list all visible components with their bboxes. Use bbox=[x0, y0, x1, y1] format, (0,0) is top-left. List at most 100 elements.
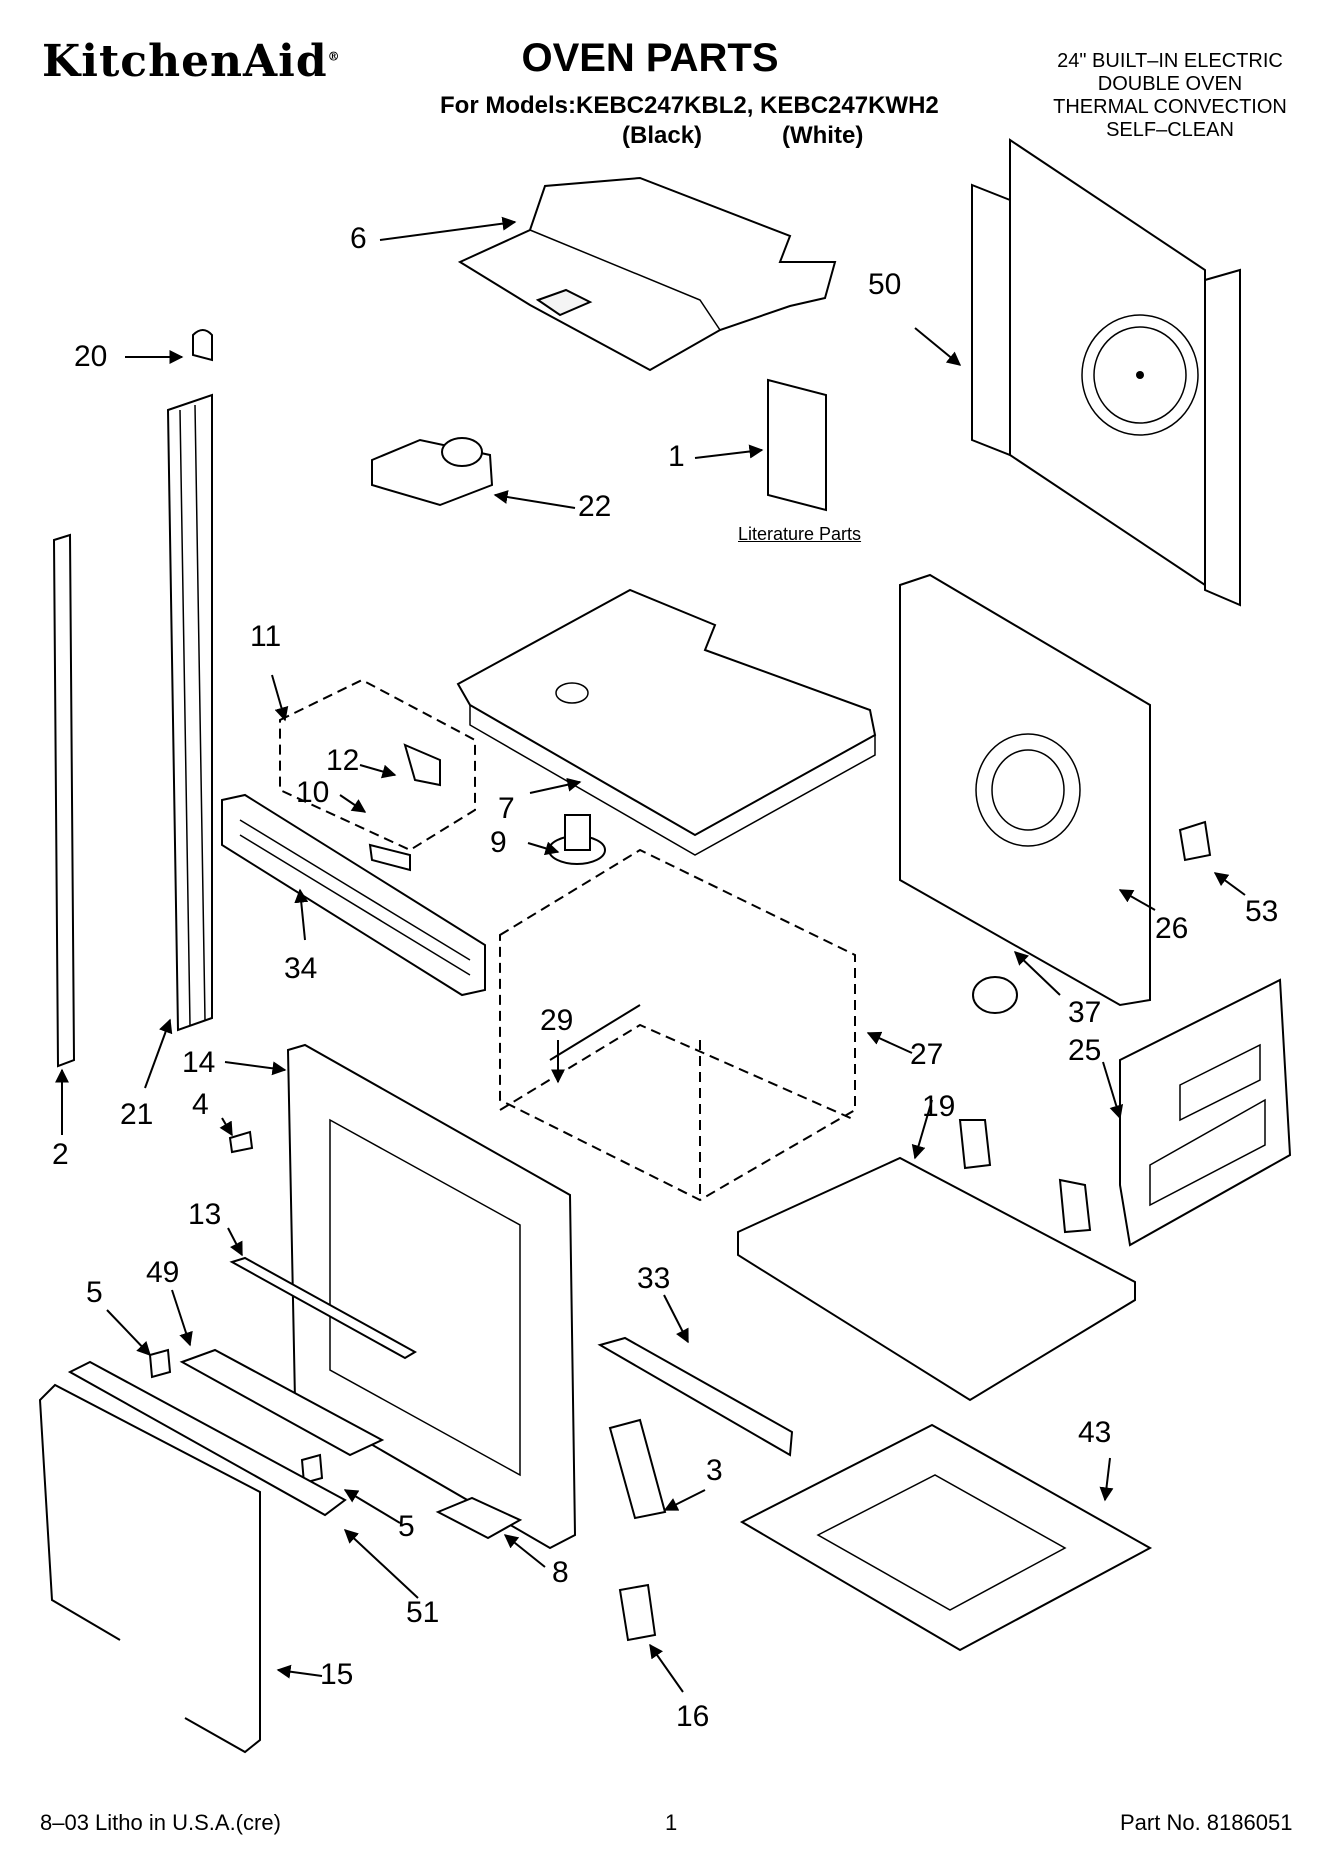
page-title: OVEN PARTS bbox=[521, 36, 779, 80]
variant-white: (White) bbox=[782, 122, 864, 149]
callout-26: 26 bbox=[1155, 912, 1189, 945]
callout-20: 20 bbox=[74, 340, 108, 373]
callout-37: 37 bbox=[1068, 996, 1102, 1029]
leader-arrow bbox=[271, 674, 289, 722]
leader-arrow bbox=[294, 888, 309, 941]
leader-arrow bbox=[1013, 951, 1061, 996]
part-small-bracket bbox=[618, 1583, 657, 1642]
leader-arrow bbox=[663, 1489, 706, 1511]
leader-arrow bbox=[224, 1061, 287, 1076]
part-thermostat-disk bbox=[972, 976, 1018, 1014]
leader-arrow bbox=[1213, 872, 1246, 896]
description-line: SELF–CLEAN bbox=[1106, 119, 1234, 141]
part-spacer bbox=[300, 1453, 324, 1485]
part-channel bbox=[179, 1348, 385, 1457]
callout-22: 22 bbox=[578, 490, 612, 523]
leader-arrow bbox=[914, 327, 962, 366]
part-trim-strip bbox=[229, 1256, 418, 1360]
callout-25: 25 bbox=[1068, 1034, 1102, 1067]
part-thin-strip bbox=[52, 533, 76, 1068]
product-description: 24" BUILT–IN ELECTRIC DOUBLE OVEN THERMA… bbox=[1020, 50, 1320, 142]
leader-arrow bbox=[694, 444, 764, 459]
part-literature bbox=[767, 378, 827, 512]
part-top-duct-panel bbox=[457, 176, 837, 372]
brand-logo: KitchenAid® bbox=[42, 36, 341, 87]
callout-12: 12 bbox=[326, 744, 360, 777]
litho-note: 8–03 Litho in U.S.A.(cre) bbox=[40, 1810, 281, 1835]
callout-49: 49 bbox=[146, 1256, 180, 1289]
callout-2: 2 bbox=[52, 1138, 69, 1171]
leader-arrow bbox=[1118, 889, 1156, 911]
leader-arrow bbox=[527, 841, 560, 856]
callout-14: 14 bbox=[182, 1046, 216, 1079]
callout-27: 27 bbox=[910, 1038, 944, 1071]
registered-mark: ® bbox=[327, 49, 341, 64]
part-side-panel-fan bbox=[899, 573, 1151, 1007]
callout-5: 5 bbox=[398, 1510, 415, 1543]
leader-arrow bbox=[1102, 1061, 1124, 1120]
callout-4: 4 bbox=[192, 1088, 209, 1121]
leader-arrow bbox=[649, 1643, 684, 1693]
leader-arrow bbox=[227, 1227, 243, 1257]
leader-arrow bbox=[343, 1489, 401, 1524]
callout-9: 9 bbox=[490, 826, 507, 859]
description-line: THERMAL CONVECTION bbox=[1053, 96, 1287, 118]
callout-33: 33 bbox=[637, 1262, 671, 1295]
part-spacer bbox=[148, 1348, 172, 1379]
leader-arrow bbox=[359, 764, 397, 779]
leader-arrow bbox=[276, 1664, 323, 1679]
models-line: For Models:KEBC247KBL2, KEBC247KWH2 bbox=[440, 92, 939, 119]
callout-16: 16 bbox=[676, 1700, 710, 1733]
callout-53: 53 bbox=[1245, 895, 1279, 928]
part-bottom-tray bbox=[739, 1423, 1153, 1652]
callout-3: 3 bbox=[706, 1454, 723, 1487]
callout-34: 34 bbox=[284, 952, 318, 985]
leader-arrows bbox=[55, 216, 1246, 1693]
part-oven-top-panel bbox=[456, 588, 877, 856]
callout-15: 15 bbox=[320, 1658, 354, 1691]
leader-arrow bbox=[171, 1289, 193, 1347]
part-long-rail bbox=[166, 393, 213, 1032]
part-number: Part No. 8186051 bbox=[1120, 1810, 1293, 1835]
leader-arrow bbox=[144, 1018, 173, 1089]
part-vent-grille bbox=[221, 793, 486, 997]
description-line: DOUBLE OVEN bbox=[1097, 73, 1243, 95]
leader-arrow bbox=[379, 216, 517, 241]
part-small-cap bbox=[192, 329, 213, 362]
part-small-plate bbox=[435, 1496, 523, 1540]
literature-parts-label: Literature Parts bbox=[738, 524, 862, 544]
part-front-frame bbox=[286, 1043, 577, 1550]
callout-21: 21 bbox=[120, 1098, 154, 1131]
callout-51: 51 bbox=[406, 1596, 440, 1629]
callout-19: 19 bbox=[922, 1090, 956, 1123]
part-bracket-rail bbox=[597, 1336, 794, 1457]
part-switch-assembly bbox=[371, 437, 494, 507]
callout-1: 1 bbox=[668, 440, 685, 473]
part-light-assembly bbox=[279, 678, 476, 872]
part-screw bbox=[228, 1130, 254, 1154]
callout-43: 43 bbox=[1078, 1416, 1112, 1449]
part-clip bbox=[1178, 820, 1212, 862]
part-bracket bbox=[608, 1418, 667, 1520]
callout-29: 29 bbox=[540, 1004, 574, 1037]
leader-arrow bbox=[219, 1117, 233, 1137]
callout-7: 7 bbox=[498, 792, 515, 825]
leader-arrow bbox=[866, 1031, 913, 1054]
leader-arrow bbox=[911, 1099, 933, 1160]
part-rear-panel bbox=[971, 138, 1241, 607]
leader-arrow bbox=[1099, 1457, 1114, 1502]
part-bottom-shelf bbox=[737, 1119, 1136, 1402]
part-right-side-panel bbox=[1119, 978, 1292, 1247]
callout-50: 50 bbox=[868, 268, 902, 301]
variant-black: (Black) bbox=[622, 122, 703, 149]
callout-5: 5 bbox=[86, 1276, 103, 1309]
description-line: 24" BUILT–IN ELECTRIC bbox=[1057, 50, 1283, 72]
leader-arrow bbox=[339, 794, 367, 813]
part-convection-element bbox=[548, 814, 606, 865]
leader-arrow bbox=[529, 777, 582, 794]
brand-name: KitchenAid bbox=[42, 36, 328, 87]
callout-6: 6 bbox=[350, 222, 367, 255]
leader-arrow bbox=[503, 1534, 546, 1568]
callout-13: 13 bbox=[188, 1198, 222, 1231]
